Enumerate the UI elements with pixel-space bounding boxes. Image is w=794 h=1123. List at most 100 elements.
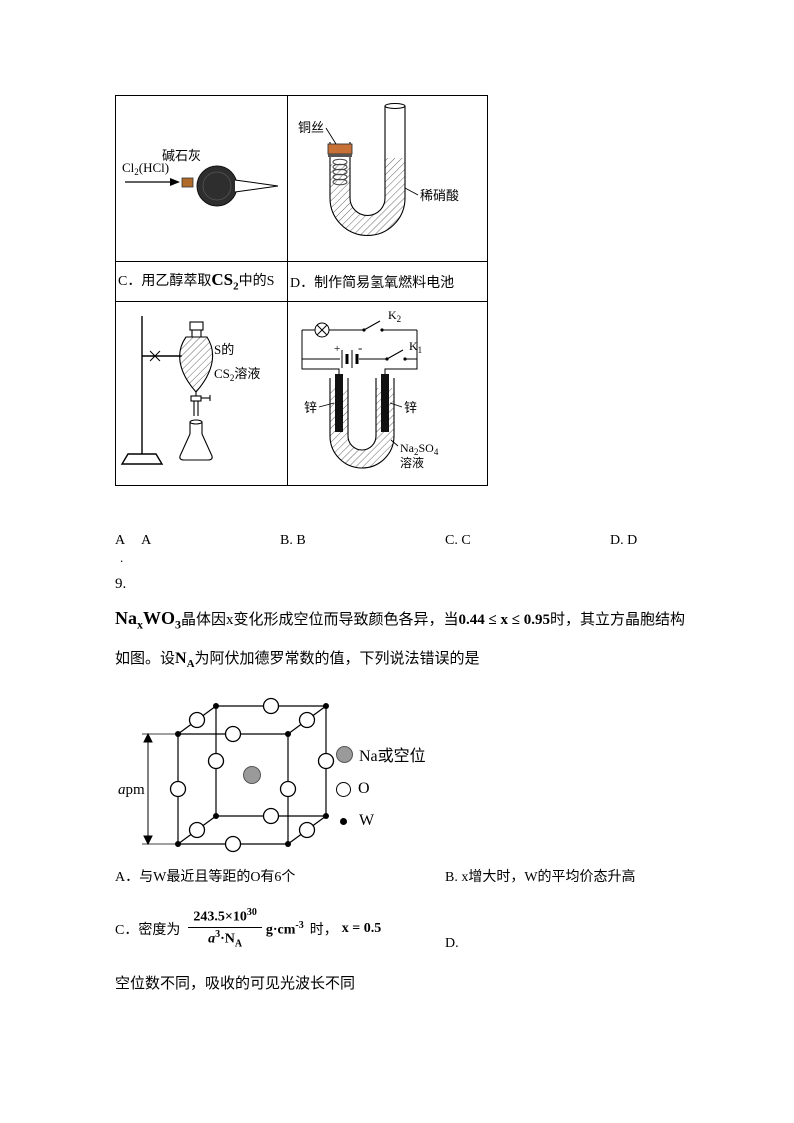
flow-arrow-icon xyxy=(125,178,180,186)
funnel-content-label-bottom: CS2溶液 xyxy=(214,366,260,383)
legend-item-o: O xyxy=(336,780,426,798)
answer-option-b[interactable]: B. B xyxy=(280,533,306,548)
tapered-outlet-tube xyxy=(234,179,279,193)
battery-icon: + - xyxy=(334,340,362,368)
apparatus-cell-separating-funnel: S的 CS2溶液 xyxy=(115,301,288,486)
nitric-acid-leader xyxy=(404,187,419,196)
na-atom xyxy=(243,766,261,784)
svg-text:+: + xyxy=(334,343,340,355)
zinc-right-leader xyxy=(389,402,403,408)
answer-a-value: A xyxy=(141,533,152,548)
electrolyte-liquid xyxy=(330,388,394,468)
legend-item-na: Na或空位 xyxy=(336,742,426,766)
fraction-numerator: 243.5×1030 xyxy=(188,907,262,929)
switch-k2: K2 xyxy=(362,308,401,332)
zinc-electrodes xyxy=(335,374,389,432)
lattice-parameter-arrow xyxy=(142,732,176,846)
copper-nitric-diagram: 铜丝 稀硝酸 xyxy=(298,102,459,237)
iron-stand xyxy=(120,316,182,465)
rubber-stopper xyxy=(327,143,353,157)
zinc-label-right: 锌 xyxy=(404,400,417,415)
reagent-label: Cl2(HCl) xyxy=(122,160,169,177)
x-range-condition: 0.44 ≤ x ≤ 0.95 xyxy=(458,612,550,628)
crystal-legend: Na或空位 O W xyxy=(336,742,426,844)
solution-text-label: 溶液 xyxy=(400,455,424,470)
apparatus-cell-chlorine-drying: Cl2(HCl) 碱石灰 xyxy=(115,95,288,262)
tungsten-icon xyxy=(340,817,347,825)
intro-text-2: 时，其立方晶胞结构 xyxy=(550,612,686,628)
svg-text:Cl2(HCl): Cl2(HCl) xyxy=(122,160,169,177)
legend-na-label: Na或空位 xyxy=(359,748,426,765)
u-tube-outline xyxy=(329,102,406,237)
solution-leader xyxy=(390,439,399,447)
tungsten-atoms xyxy=(175,703,329,847)
lamp-icon xyxy=(314,322,330,338)
acid-liquid xyxy=(330,158,405,236)
question-option-d-text: 空位数不同，吸收的可见光波长不同 xyxy=(115,976,356,992)
unit-cell-diagram: apm xyxy=(118,697,335,853)
legend-w-label: W xyxy=(359,812,375,829)
caption-option-c: C．用乙醇萃取CS2中的S xyxy=(115,261,288,302)
question-intro-line2: 如图。设NA为阿伏加德罗常数的值，下列说法错误的是 xyxy=(115,647,735,670)
na-vacancy-icon xyxy=(336,745,353,763)
legend-item-w: W xyxy=(336,812,426,830)
caption-c-text: C．用乙醇萃取 xyxy=(118,274,212,290)
conical-flask xyxy=(179,419,213,461)
nitric-acid-label: 稀硝酸 xyxy=(420,188,459,203)
oxygen-icon xyxy=(336,781,351,797)
apparatus-cell-fuel-cell: K2 + - K1 xyxy=(287,301,488,486)
absorbent-label: 碱石灰 xyxy=(162,148,201,163)
naxwo3-formula: NaxWO3 xyxy=(115,608,182,632)
chlorine-drying-diagram: Cl2(HCl) 碱石灰 xyxy=(122,148,279,207)
zinc-label-left: 锌 xyxy=(304,400,317,415)
copper-wire-coil xyxy=(332,158,348,186)
apparatus-cell-copper-nitric: 铜丝 稀硝酸 xyxy=(287,95,488,262)
answer-a-letter: A xyxy=(115,533,126,548)
question-option-a[interactable]: A．与W最近且等距的O有6个 xyxy=(115,870,296,885)
funnel-content-label-top: S的 xyxy=(214,342,234,357)
svg-text:-: - xyxy=(358,340,362,355)
copper-wire-label: 铜丝 xyxy=(298,120,324,135)
cs2-formula: CS2 xyxy=(211,270,239,293)
zinc-left-leader xyxy=(318,402,335,408)
oxygen-atoms xyxy=(169,697,335,853)
question-option-c[interactable]: C．密度为 243.5×1030 a3·NA g·cm-3 时， x = 0.5… xyxy=(115,898,775,960)
copper-wire-leader xyxy=(325,127,337,145)
switch-k1: K1 xyxy=(385,339,422,361)
separating-funnel-diagram: S的 CS2溶液 xyxy=(120,316,260,465)
u-tube-outline xyxy=(329,378,395,469)
caption-option-d: D．制作简易氢氧燃料电池 xyxy=(287,261,488,302)
crystal-structure-figure: apm Na或空位 O W xyxy=(118,694,548,864)
circuit-wires xyxy=(301,329,418,376)
answer-a-dot: . xyxy=(120,550,124,565)
separating-funnel xyxy=(179,321,214,416)
intro-text-1: 晶体因x变化形成空位而导致颜色各异，当 xyxy=(181,612,459,628)
solution-formula-label: Na2SO4 xyxy=(400,441,439,457)
apparatus-table: Cl2(HCl) 碱石灰 xyxy=(115,95,488,486)
question-option-b[interactable]: B. x增大时，W的平均价态升高 xyxy=(445,870,636,885)
svg-text:K2: K2 xyxy=(388,308,401,324)
intro-text-3: 如图。设 xyxy=(115,650,176,667)
caption-c-suffix: 中的S xyxy=(238,274,275,290)
svg-text:K1: K1 xyxy=(409,339,422,355)
density-fraction: 243.5×1030 a3·NA xyxy=(188,907,262,951)
answer-option-c[interactable]: C. C xyxy=(445,533,471,548)
lattice-parameter-label: apm xyxy=(118,782,145,798)
option-c-mid: 时， xyxy=(309,923,338,938)
question-number: 9. xyxy=(115,576,127,592)
answer-option-d[interactable]: D. D xyxy=(610,533,638,548)
fuel-cell-circuit-diagram: K2 + - K1 xyxy=(301,308,439,470)
density-unit: g·cm-3 xyxy=(265,919,304,938)
intro-text-4: 为阿伏加德罗常数的值，下列说法错误的是 xyxy=(194,650,480,667)
fraction-denominator: a3·NA xyxy=(208,929,243,950)
question-option-d-label[interactable]: D. xyxy=(445,936,459,951)
legend-o-label: O xyxy=(358,780,370,797)
avogadro-symbol: NA xyxy=(175,649,195,670)
option-c-x-value: x = 0.5 xyxy=(341,921,382,936)
question-intro: NaxWO3晶体因x变化形成空位而导致颜色各异，当0.44 ≤ x ≤ 0.95… xyxy=(115,608,735,670)
soda-lime-bulb xyxy=(181,165,238,207)
option-c-prefix: C．密度为 xyxy=(115,923,181,938)
question-intro-line1: NaxWO3晶体因x变化形成空位而导致颜色各异，当0.44 ≤ x ≤ 0.95… xyxy=(115,608,735,633)
